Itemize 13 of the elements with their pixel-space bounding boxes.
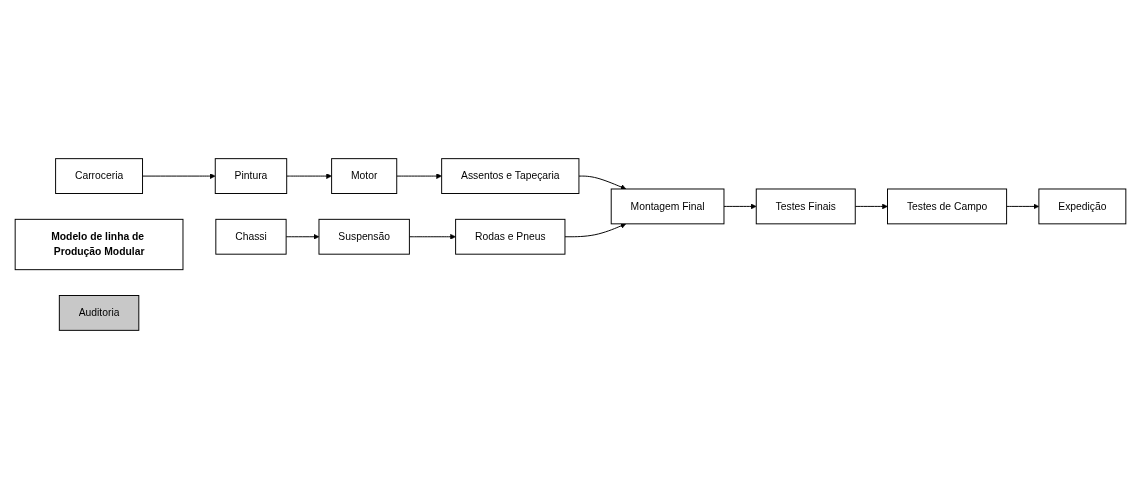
node-box: Rodas e Pneus [455, 218, 566, 255]
node-box: Suspensão [318, 218, 410, 255]
node-box: Chassi [215, 218, 287, 255]
node-box: Expedição [1038, 188, 1127, 225]
node-box: Montagem Final [610, 188, 725, 225]
node-box: Modelo de linha de Produção Modular [14, 218, 184, 271]
node-box: Pintura [214, 158, 288, 194]
node-box: Assentos e Tapeçaria [441, 158, 580, 194]
node-box: Auditoria [58, 295, 140, 331]
node-box: Testes de Campo [887, 188, 1008, 225]
node-box: Motor [331, 158, 398, 194]
node-box: Carroceria [55, 158, 144, 194]
node-box: Testes Finais [755, 188, 856, 225]
